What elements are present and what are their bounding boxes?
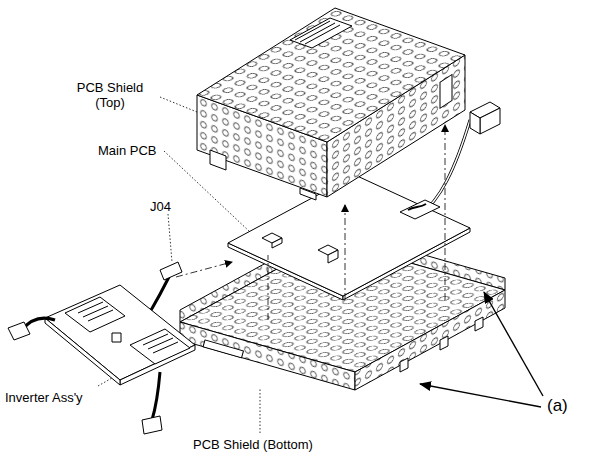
assembly-line xyxy=(176,125,445,320)
main-pcb xyxy=(228,175,470,300)
part-label: PCB Shield (Top) xyxy=(62,80,158,110)
top-shield xyxy=(197,8,465,200)
part-label: PCB Shield (Bottom) xyxy=(193,437,313,452)
callout-letter: (a) xyxy=(547,396,568,416)
rear-connector xyxy=(470,102,500,134)
part-label: Main PCB xyxy=(98,143,157,158)
connector-label: J04 xyxy=(150,199,171,214)
callout-arrow xyxy=(420,292,543,407)
leader-line xyxy=(98,97,260,433)
part-label: Inverter Ass'y xyxy=(5,390,83,405)
inverter-assembly xyxy=(8,262,195,434)
